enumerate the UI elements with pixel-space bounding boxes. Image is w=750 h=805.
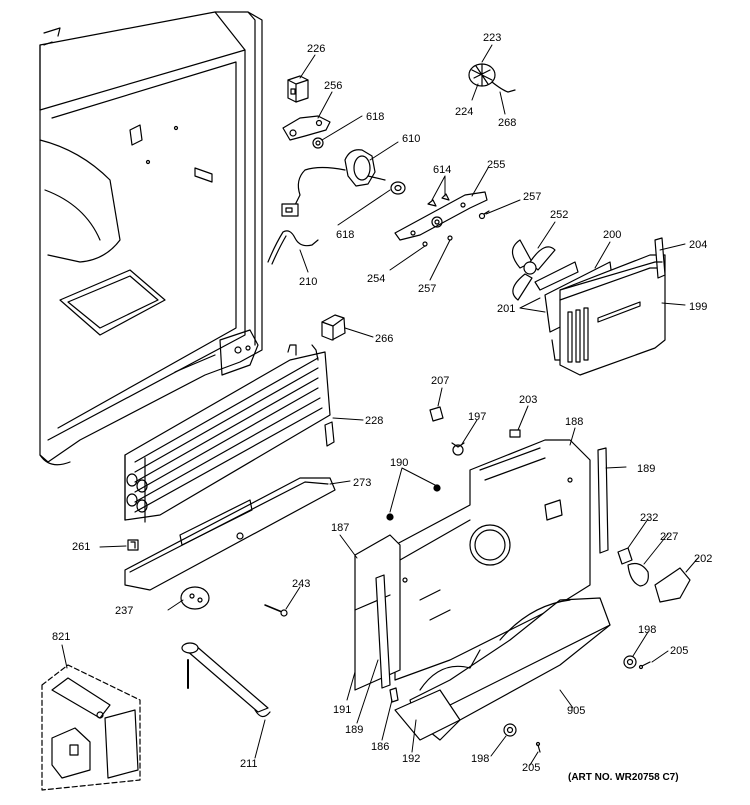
part-192-duct-cover xyxy=(394,689,461,741)
callout-p205a: 205 xyxy=(670,645,688,657)
callout-p252: 252 xyxy=(550,209,568,221)
callout-p237: 237 xyxy=(115,605,133,617)
callout-p204: 204 xyxy=(689,239,707,251)
callout-p189a: 189 xyxy=(637,463,655,475)
part-227-light-bulb xyxy=(627,562,649,587)
part-205-screw-b xyxy=(535,741,541,753)
part-243-screw xyxy=(264,604,288,617)
callout-p268: 268 xyxy=(498,117,516,129)
part-223-fan-blade xyxy=(468,63,516,93)
part-266-damper xyxy=(321,314,346,341)
part-198-grommet-b xyxy=(503,723,517,737)
part-232-lamp-socket xyxy=(617,547,633,565)
part-190-screws xyxy=(386,484,441,521)
leader-lines xyxy=(61,44,699,766)
callout-p232: 232 xyxy=(640,512,658,524)
callout-p256: 256 xyxy=(324,80,342,92)
callout-p227: 227 xyxy=(660,531,678,543)
callout-p187: 187 xyxy=(331,522,349,534)
part-610-fan-motor xyxy=(281,149,386,217)
callout-p211: 211 xyxy=(240,758,258,770)
callout-p192: 192 xyxy=(402,753,420,765)
part-905-air-duct xyxy=(409,597,611,741)
callout-p273: 273 xyxy=(353,477,371,489)
callout-labels: 226 256 618 610 618 210 223 224 268 614 255 257 254 2… xyxy=(52,32,712,774)
callout-p189b: 189 xyxy=(345,724,363,736)
part-186-rail xyxy=(389,687,399,703)
callout-p614: 614 xyxy=(433,164,451,176)
callout-p821: 821 xyxy=(52,631,70,643)
part-202-light-shield xyxy=(654,567,691,603)
callout-p610: 610 xyxy=(402,133,420,145)
callout-p224: 224 xyxy=(455,106,473,118)
part-256-bracket xyxy=(282,115,331,141)
part-821-kit-box xyxy=(41,664,141,791)
callout-p202: 202 xyxy=(694,553,712,565)
part-198-grommet-a xyxy=(623,655,637,669)
part-205-screw-a xyxy=(638,661,651,670)
callout-p223: 223 xyxy=(483,32,501,44)
part-207-light-socket xyxy=(429,406,444,422)
callout-p226: 226 xyxy=(307,43,325,55)
callout-p905: 905 xyxy=(567,705,585,717)
callout-p261: 261 xyxy=(72,541,90,553)
part-257-screw-a xyxy=(478,210,490,220)
callout-p255: 255 xyxy=(487,159,505,171)
callout-p243: 243 xyxy=(292,578,310,590)
part-226-relay xyxy=(287,75,309,103)
part-188-rear-panel xyxy=(394,439,591,681)
callout-p198a: 198 xyxy=(638,624,656,636)
callout-p207: 207 xyxy=(431,375,449,387)
part-618-grommet-a xyxy=(312,137,324,149)
part-261-heater-clip xyxy=(127,539,139,551)
part-237-drain-plug xyxy=(180,586,210,610)
part-189-seal-strip-right xyxy=(597,447,609,554)
callout-p188: 188 xyxy=(565,416,583,428)
callout-p186: 186 xyxy=(371,741,389,753)
part-189-seal-strip-left xyxy=(375,574,391,689)
part-204-seal xyxy=(559,237,666,291)
callout-p198b: 198 xyxy=(471,753,489,765)
callout-p266: 266 xyxy=(375,333,393,345)
callout-p257b: 257 xyxy=(418,283,436,295)
callout-p191: 191 xyxy=(333,704,351,716)
callout-p197: 197 xyxy=(468,411,486,423)
art-number: (ART NO. WR20758 C7) xyxy=(568,772,679,783)
part-255-fan-bracket xyxy=(394,191,488,247)
callout-p254: 254 xyxy=(367,273,385,285)
callout-p200: 200 xyxy=(603,229,621,241)
freezer-cabinet-liner xyxy=(39,11,263,466)
callout-p203: 203 xyxy=(519,394,537,406)
part-252-evaporator-fan-blade xyxy=(511,239,579,301)
part-197-grommet xyxy=(451,442,465,456)
part-210-wire-harness xyxy=(267,230,319,265)
callout-p618b: 618 xyxy=(336,229,354,241)
part-618-grommet-b xyxy=(390,181,406,195)
callout-p201: 201 xyxy=(497,303,515,315)
callout-p199: 199 xyxy=(689,301,707,313)
part-203-clip xyxy=(509,429,521,438)
callout-p228: 228 xyxy=(365,415,383,427)
part-228-evaporator xyxy=(124,344,335,523)
part-273-drain-pan xyxy=(124,477,336,591)
part-199-evaporator-cover xyxy=(551,254,666,376)
part-211-drain-tube xyxy=(181,642,271,718)
callout-p210: 210 xyxy=(299,276,317,288)
callout-p190: 190 xyxy=(390,457,408,469)
callout-p257a: 257 xyxy=(523,191,541,203)
callout-p205b: 205 xyxy=(522,762,540,774)
callout-p618a: 618 xyxy=(366,111,384,123)
